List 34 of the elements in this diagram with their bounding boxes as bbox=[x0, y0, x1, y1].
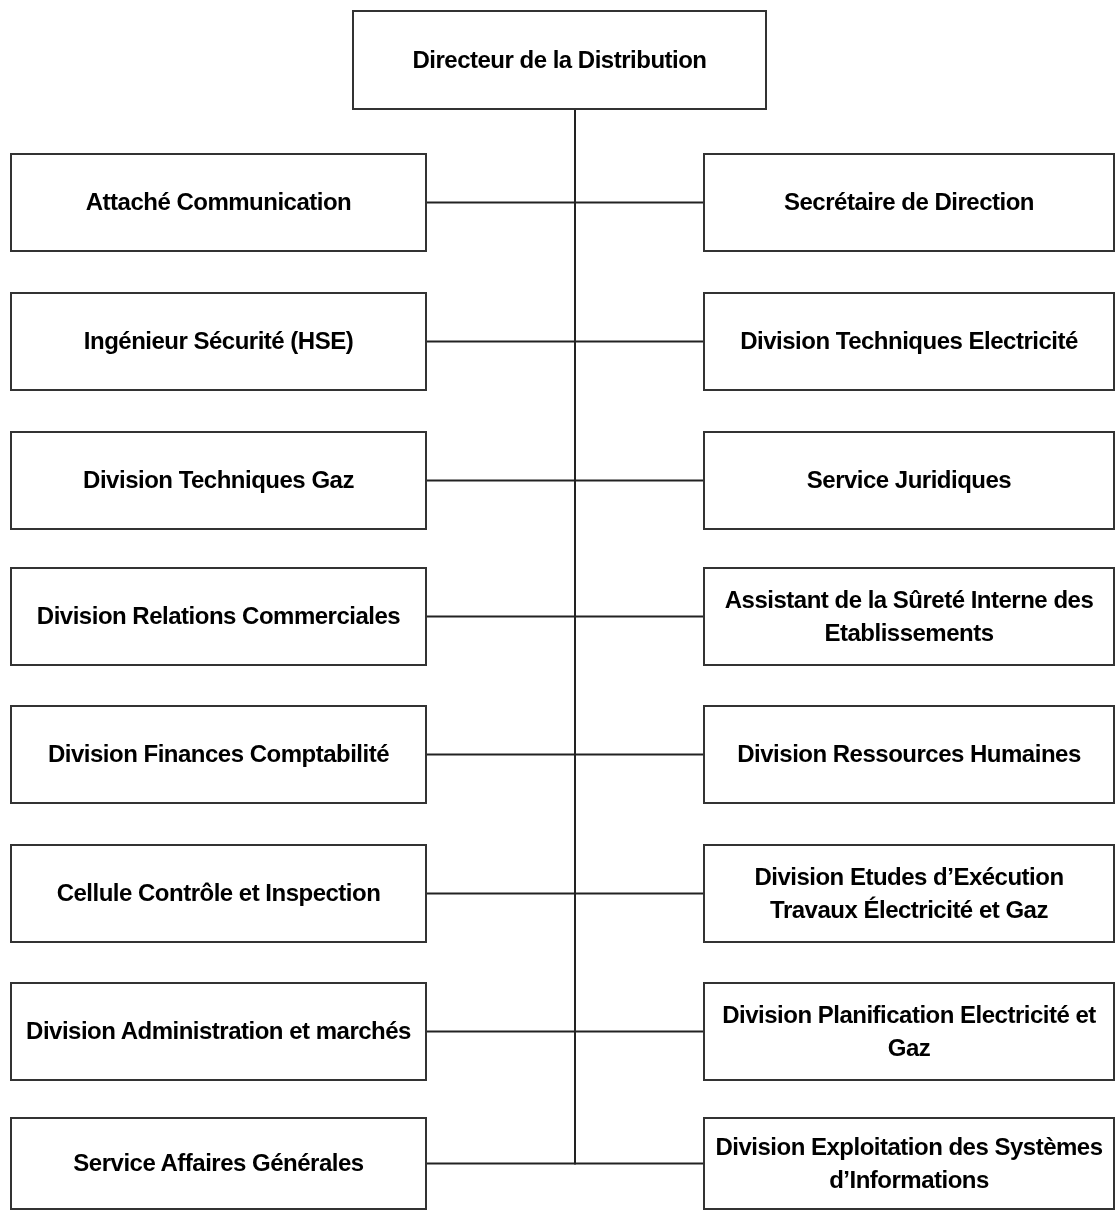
box-label: Ingénieur Sécurité (HSE) bbox=[83, 326, 354, 357]
box-label: Division Etudes d’Exécution Travaux Électricité et Gaz bbox=[753, 862, 1065, 925]
org-box bbox=[703, 705, 1115, 804]
box-label: Service Affaires Générales bbox=[73, 1148, 364, 1179]
org-box bbox=[703, 431, 1115, 530]
director-box bbox=[352, 10, 767, 110]
org-box bbox=[703, 292, 1115, 391]
box-label: Service Juridiques bbox=[806, 465, 1012, 496]
box-label: Division Techniques Electricité bbox=[740, 326, 1078, 357]
org-box bbox=[10, 292, 427, 391]
box-label: Cellule Contrôle et Inspection bbox=[56, 878, 381, 909]
org-box bbox=[703, 982, 1115, 1081]
box-label: Division Relations Commerciales bbox=[36, 601, 401, 632]
org-box bbox=[10, 844, 427, 943]
box-label: Division Finances Comptabilité bbox=[47, 739, 390, 770]
box-label: Division Planification Electricité et Gaz bbox=[721, 1000, 1097, 1063]
box-label: Division Exploitation des Systèmes d’Informations bbox=[714, 1132, 1104, 1195]
org-box bbox=[10, 567, 427, 666]
box-label: Secrétaire de Direction bbox=[784, 187, 1034, 218]
org-box bbox=[10, 153, 427, 252]
org-box bbox=[10, 705, 427, 804]
box-label: Assistant de la Sûreté Interne des Etablissements bbox=[723, 585, 1095, 648]
box-label: Division Administration et marchés bbox=[26, 1016, 411, 1047]
box-label: Division Ressources Humaines bbox=[737, 739, 1081, 770]
org-box bbox=[10, 982, 427, 1081]
org-box bbox=[10, 1117, 427, 1210]
org-box bbox=[703, 153, 1115, 252]
org-box bbox=[703, 844, 1115, 943]
org-box bbox=[10, 431, 427, 530]
box-label: Directeur de la Distribution bbox=[412, 44, 707, 75]
box-label: Division Techniques Gaz bbox=[83, 465, 354, 496]
org-box bbox=[703, 1117, 1115, 1210]
org-box bbox=[703, 567, 1115, 666]
box-label: Attaché Communication bbox=[85, 187, 352, 218]
